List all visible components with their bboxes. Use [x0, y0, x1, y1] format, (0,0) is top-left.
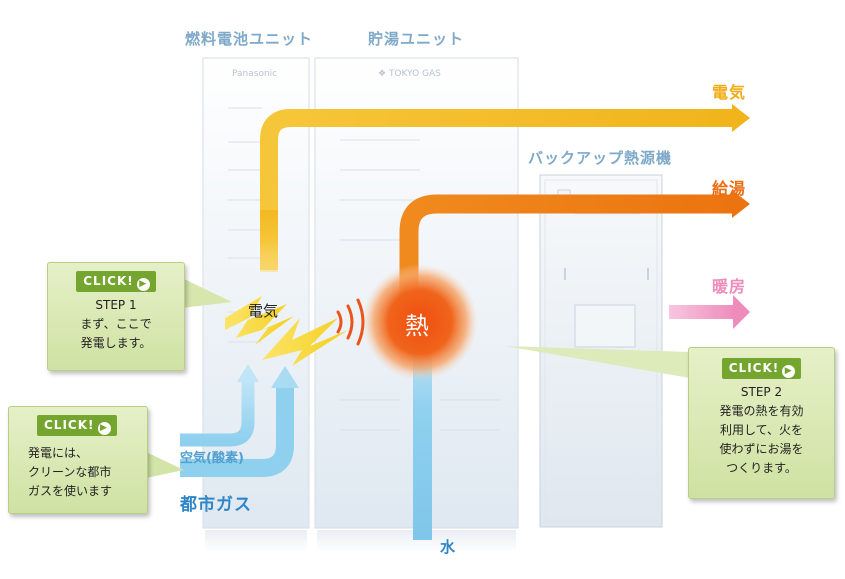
- step2-title: STEP 2: [740, 385, 783, 399]
- air-label: 空気(酸素): [180, 451, 244, 466]
- backup-unit-title: バックアップ熱源機: [528, 149, 673, 167]
- step1-click-button[interactable]: CLICK!▶: [76, 271, 156, 292]
- panasonic-logo: Panasonic: [232, 69, 278, 79]
- hot-water-pipe: [399, 194, 733, 340]
- step2-text-line: 発電の熱を有効: [719, 404, 804, 418]
- step2-click-button[interactable]: CLICK!▶: [721, 358, 802, 379]
- gas-tail: [146, 452, 184, 478]
- gas-text-line: クリーンな都市: [28, 465, 112, 479]
- output-heating-label: 暖房: [712, 277, 747, 296]
- gas-text-line: ガスを使います: [28, 484, 113, 498]
- water-label: 水: [440, 538, 457, 556]
- output-electricity-label: 電気: [712, 83, 747, 102]
- lightning-bolt-icon: [225, 296, 348, 366]
- electricity-pipe: [260, 109, 733, 270]
- step2-callout[interactable]: CLICK!▶ STEP 2 発電の熱を有効 利用して、火を 使わずにお湯を つ…: [688, 347, 835, 499]
- electricity-generation-label: 電気: [248, 302, 279, 320]
- tokyo-gas-label: TOKYO GAS: [388, 69, 441, 79]
- chevron-right-icon: ▶: [782, 365, 796, 378]
- flame-icon: ❖: [378, 69, 389, 79]
- tokyo-gas-logo: ❖ TOKYO GAS: [378, 69, 441, 79]
- city-gas-pipe: [180, 385, 294, 477]
- output-hot-water-label: 給湯: [712, 179, 747, 198]
- heating-arrowhead: [733, 295, 750, 329]
- step2-text-line: つくります。: [726, 461, 797, 475]
- step2-text-line: 使わずにお湯を: [719, 442, 804, 456]
- heat-label: 熱: [405, 312, 430, 340]
- fuel-cell-unit-title: 燃料電池ユニット: [185, 30, 314, 48]
- heating-pipe: [669, 305, 735, 319]
- city-gas-arrowhead: [271, 366, 299, 388]
- heat-glow: [362, 264, 478, 380]
- air-pipe: [180, 380, 255, 447]
- air-arrowhead: [237, 364, 259, 382]
- fuel-cell-unit: [202, 57, 310, 552]
- chevron-right-icon: ▶: [136, 278, 150, 291]
- step1-tail: [182, 278, 232, 308]
- storage-unit-title: 貯湯ユニット: [368, 30, 465, 48]
- gas-click-button[interactable]: CLICK!▶: [37, 415, 117, 436]
- gas-text-line: 発電には、: [28, 446, 89, 460]
- step1-title: STEP 1: [95, 298, 137, 312]
- click-label: CLICK!: [728, 361, 780, 375]
- step1-text-line: まず、ここで: [80, 317, 152, 331]
- chevron-right-icon: ▶: [97, 422, 111, 435]
- electricity-arrowhead: [732, 104, 750, 132]
- city-gas-callout[interactable]: CLICK!▶ 発電には、 クリーンな都市 ガスを使います: [8, 406, 148, 514]
- click-label: CLICK!: [44, 418, 95, 432]
- click-label: CLICK!: [83, 274, 134, 288]
- step2-tail: [505, 346, 690, 378]
- step1-callout[interactable]: CLICK!▶ STEP 1 まず、ここで 発電します。: [47, 262, 185, 371]
- hot-water-arrowhead: [732, 190, 750, 218]
- step2-text-line: 利用して、火を: [719, 423, 804, 437]
- step1-text-line: 発電します。: [80, 336, 152, 350]
- heat-wave-icon: [336, 298, 365, 346]
- city-gas-label: 都市ガス: [180, 495, 252, 515]
